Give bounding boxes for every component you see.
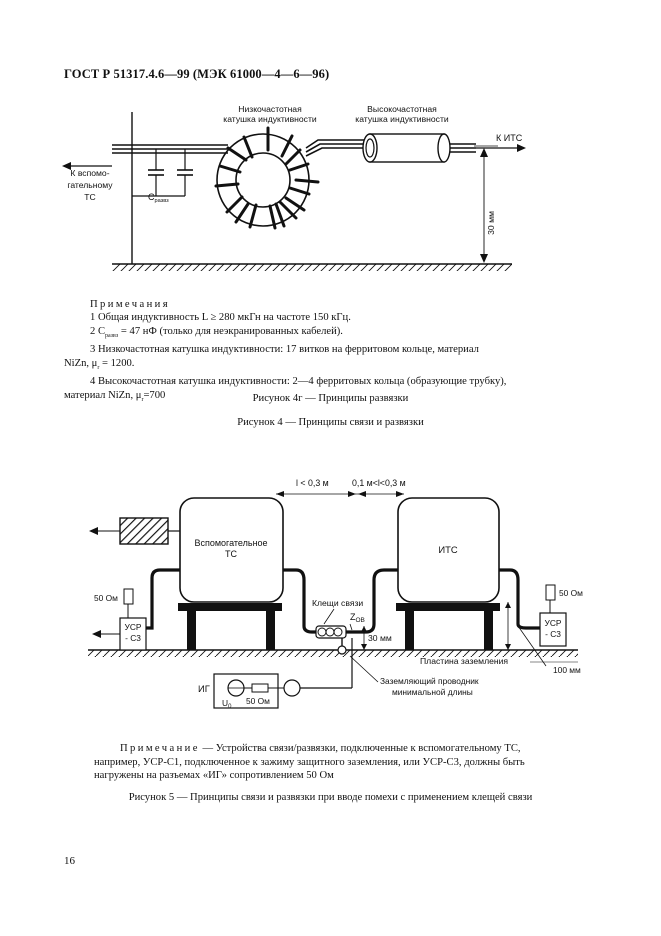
generator-resistance-label: 50 Ом — [246, 696, 270, 706]
generator-label: ИГ — [198, 683, 210, 694]
height-30mm-label: 30 мм — [486, 211, 496, 235]
to-aux-label-2: гательному — [67, 180, 113, 190]
note-1: 1 Общая индуктивность L ≥ 280 мкГн на ча… — [90, 312, 351, 324]
resistor-left — [123, 588, 134, 605]
clamp-height-label: 30 мм — [368, 633, 392, 643]
generator-connector — [283, 679, 301, 697]
hf-coil-label-1: Высокочастотная — [367, 104, 437, 114]
page-number: 16 — [64, 855, 75, 867]
note-4-line-1: 4 Высокочастотная катушка индуктивности:… — [90, 376, 507, 388]
u0-label: U0 — [222, 698, 232, 710]
arrow-left — [89, 527, 98, 535]
generator-resistor — [251, 683, 269, 693]
cdn-right — [539, 612, 567, 647]
resistor-right-label: 50 Ом — [559, 588, 583, 598]
ground-plane-label: Пластина заземления — [420, 656, 508, 666]
figure-5-note: Примечание — Устройства связи/развязки, … — [94, 742, 580, 783]
to-eut-label: К ИТС — [496, 133, 523, 143]
distance-eut-label: 0,1 м<l<0,3 м — [352, 478, 406, 488]
ground-hatch — [112, 264, 512, 271]
clamp-label: Клещи связи — [312, 598, 363, 608]
aux-equipment-box — [179, 497, 284, 603]
resistor-right — [545, 584, 556, 601]
resistor-left-label: 50 Ом — [94, 593, 118, 603]
hf-coil — [369, 133, 445, 163]
capacitor-label: Cразвз — [148, 192, 169, 204]
to-aux-label-1: К вспомо- — [70, 168, 109, 178]
eut-label: ИТС — [438, 544, 457, 555]
z-label: ZОВ — [350, 612, 365, 624]
arrow-to-eut — [517, 144, 526, 152]
cdn-right-label-2: - С3 — [545, 629, 561, 639]
lf-coil-label-2: катушка индуктивности — [223, 114, 317, 124]
hatched-device — [119, 517, 169, 545]
figure-5-note-line-3: нагружены на разъемах «ИГ» сопротивление… — [94, 770, 334, 781]
caption-figure-5: Рисунок 5 — Принципы связи и развязки пр… — [128, 792, 533, 803]
aux-equipment-label-1: Вспомогательное — [194, 538, 267, 548]
arrow-to-aux — [62, 162, 71, 170]
note-2: 2 Cразвз = 47 нФ (только для неэкраниров… — [90, 325, 343, 339]
distance-100mm-label: 100 мм — [553, 665, 581, 675]
toroid-windings — [214, 126, 320, 230]
note-4-line-2: материал NiZn, μr=700 — [64, 389, 166, 403]
caption-figure-4g: Рисунок 4г — Принципы развязки — [252, 393, 409, 404]
cdn-left-label-1: УСР — [125, 622, 142, 632]
figure-5-note-line-2: например, УСР-С1, подключенное к зажиму … — [94, 756, 525, 768]
document-header: ГОСТ Р 51317.4.6—99 (МЭК 61000—4—6—96) — [64, 67, 330, 81]
caption-figure-4: Рисунок 4 — Принципы связи и развязки — [237, 417, 424, 428]
figure-5: l < 0,3 м 0,1 м<l<0,3 м Вспомогательное … — [88, 478, 583, 710]
ground-plane-hatch — [88, 650, 578, 657]
note-3-line-2: NiZn, μr = 1200. — [64, 357, 135, 371]
cdn-right-label-1: УСР — [545, 618, 562, 628]
hf-coil-label-2: катушка индуктивности — [355, 114, 449, 124]
figure-5-note-line-1: Примечание — Устройства связи/развязки, … — [120, 743, 521, 754]
figure-4g: Низкочастотная катушка индуктивности Выс… — [62, 104, 526, 271]
lf-coil-label-1: Низкочастотная — [238, 104, 302, 114]
ground-wire-label-2: минимальной длины — [392, 687, 473, 697]
eut-box — [397, 497, 500, 603]
cdn-left — [119, 617, 147, 651]
ground-wire-label-1: Заземляющий проводник — [380, 676, 479, 686]
figure-4g-notes: Примечания 1 Общая индуктивность L ≥ 280… — [64, 298, 574, 407]
notes-heading: Примечания — [90, 299, 170, 310]
to-aux-label-3: ТС — [84, 192, 95, 202]
note-3-line-1: 3 Низкочастотная катушка индуктивности: … — [90, 344, 479, 356]
cdn-left-label-2: - С3 — [125, 633, 141, 643]
distance-aux-label: l < 0,3 м — [296, 478, 329, 488]
aux-equipment-label-2: ТС — [225, 549, 237, 559]
